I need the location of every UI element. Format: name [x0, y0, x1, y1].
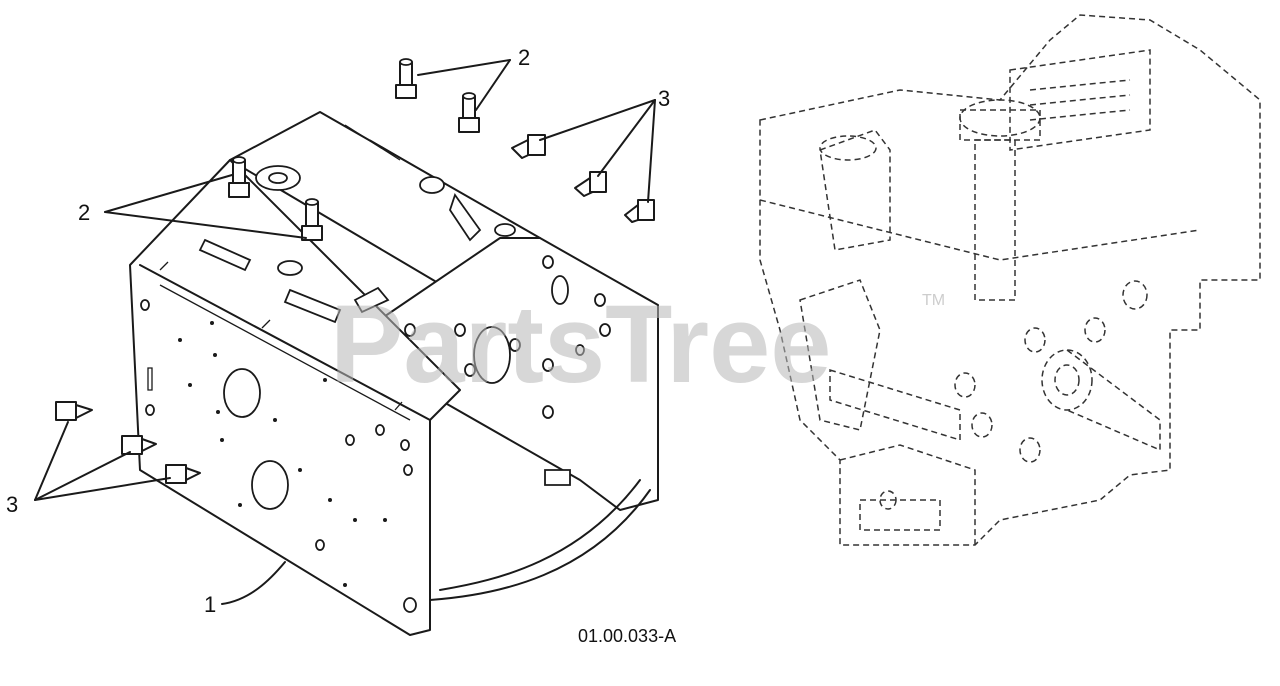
callout-label: 3 [658, 86, 670, 111]
frame-assembly [129, 111, 659, 636]
bolt-fastener [624, 199, 655, 223]
watermark-trademark: TM [922, 292, 945, 309]
stud-fastener [395, 58, 417, 99]
stud-fastener [301, 198, 323, 241]
bolt-fastener [574, 171, 607, 197]
callout-label: 3 [6, 492, 18, 517]
bolt-fastener [121, 435, 157, 455]
watermark-text: PartsTree [330, 283, 831, 406]
callout-label: 2 [78, 200, 90, 225]
leader-lines [34, 59, 656, 605]
partstree-watermark: PartsTree TM [330, 283, 945, 406]
stud-fastener [458, 92, 480, 133]
bolt-fastener-group [55, 134, 655, 484]
callout-label: 1 [204, 592, 216, 617]
drawing-number: 01.00.033-A [578, 626, 676, 646]
callout-label: 2 [518, 45, 530, 70]
bolt-fastener [511, 134, 546, 159]
bolt-fastener [165, 464, 201, 484]
stud-fastener-group [228, 58, 480, 241]
callout-labels: 2 3 2 3 1 [6, 45, 670, 617]
stud-fastener [228, 156, 250, 198]
bolt-fastener [55, 401, 93, 421]
engine-phantom-outline [759, 14, 1261, 546]
